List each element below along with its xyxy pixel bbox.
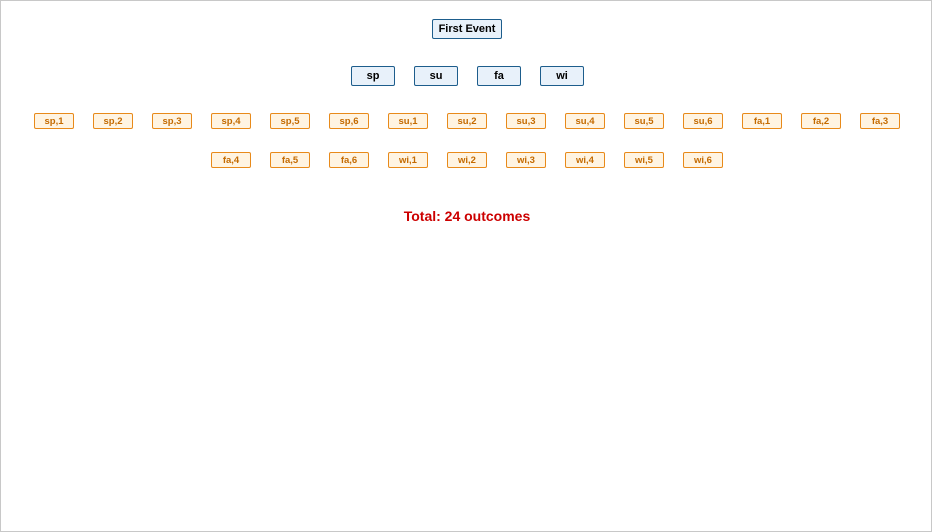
outcome-node: su,3 bbox=[506, 113, 546, 129]
outcome-node: fa,6 bbox=[329, 152, 369, 168]
season-node: sp bbox=[351, 66, 395, 86]
outcome-node: sp,6 bbox=[329, 113, 369, 129]
outcome-node: fa,4 bbox=[211, 152, 251, 168]
outcome-node: sp,2 bbox=[93, 113, 133, 129]
first-event-node: First Event bbox=[432, 19, 502, 39]
outcome-node: sp,3 bbox=[152, 113, 192, 129]
outcome-node: fa,2 bbox=[801, 113, 841, 129]
outcome-node: wi,5 bbox=[624, 152, 664, 168]
outcome-node: sp,5 bbox=[270, 113, 310, 129]
outcome-node: wi,2 bbox=[447, 152, 487, 168]
outcome-node: wi,3 bbox=[506, 152, 546, 168]
outcome-node: su,5 bbox=[624, 113, 664, 129]
outcome-node: su,1 bbox=[388, 113, 428, 129]
outcome-node: su,6 bbox=[683, 113, 723, 129]
outcome-node: su,2 bbox=[447, 113, 487, 129]
total-outcomes-label: Total: 24 outcomes bbox=[403, 208, 531, 224]
outcome-node: wi,1 bbox=[388, 152, 428, 168]
outcome-node: fa,5 bbox=[270, 152, 310, 168]
outcome-node: fa,1 bbox=[742, 113, 782, 129]
season-node: wi bbox=[540, 66, 584, 86]
season-node: fa bbox=[477, 66, 521, 86]
outcome-node: sp,4 bbox=[211, 113, 251, 129]
season-node: su bbox=[414, 66, 458, 86]
outcome-node: wi,4 bbox=[565, 152, 605, 168]
outcome-node: fa,3 bbox=[860, 113, 900, 129]
outcome-node: su,4 bbox=[565, 113, 605, 129]
outcome-node: sp,1 bbox=[34, 113, 74, 129]
outcome-node: wi,6 bbox=[683, 152, 723, 168]
